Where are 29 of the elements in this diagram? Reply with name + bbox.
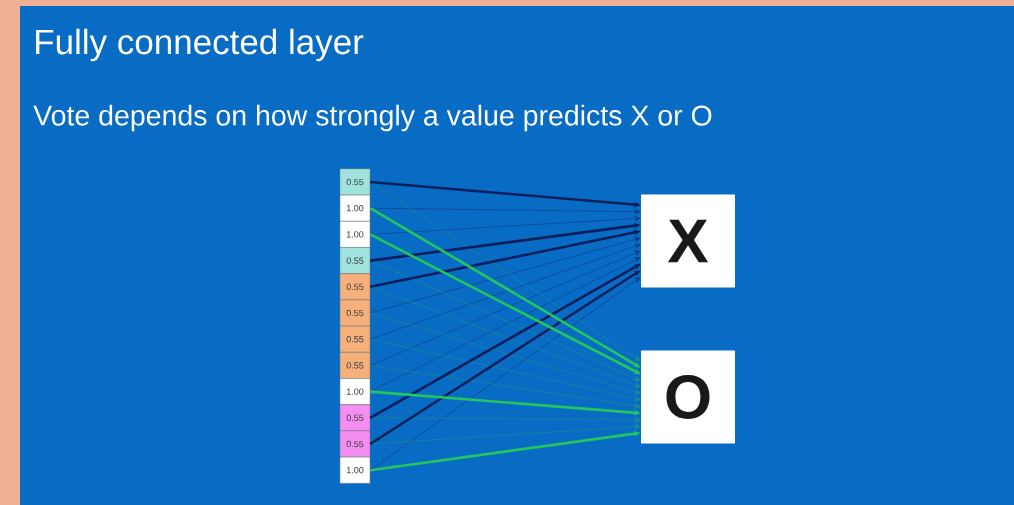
arrow — [369, 263, 641, 419]
arrow — [369, 338, 641, 402]
value-cell: 0.55 — [339, 325, 371, 353]
arrow — [369, 207, 641, 368]
arrow — [369, 365, 641, 409]
arrow — [369, 250, 641, 366]
arrow — [369, 236, 641, 314]
value-cell: 1.00 — [339, 378, 371, 405]
class-box: X — [641, 194, 735, 288]
arrow — [369, 276, 641, 471]
subtitle: Vote depends on how strongly a value predicts X or O — [33, 104, 712, 132]
value-cell: 1.00 — [339, 194, 371, 222]
arrow — [369, 233, 641, 375]
class-box: O — [641, 350, 735, 444]
value-cell: 0.55 — [339, 352, 371, 379]
value-cell: 0.55 — [339, 299, 371, 327]
arrow — [369, 312, 641, 395]
title: Fully connected layer — [36, 28, 364, 62]
value-cell: 0.55 — [339, 430, 371, 458]
arrow — [369, 424, 641, 445]
arrow — [369, 181, 641, 362]
value-cell: 1.00 — [339, 456, 371, 484]
value-cell: 0.55 — [339, 168, 371, 196]
value-cell: 0.55 — [339, 273, 371, 301]
value-cell: 0.55 — [339, 247, 371, 274]
value-cell: 1.00 — [339, 221, 371, 248]
arrow — [369, 270, 641, 446]
value-cell: 0.55 — [339, 404, 371, 432]
arrow — [369, 243, 641, 340]
